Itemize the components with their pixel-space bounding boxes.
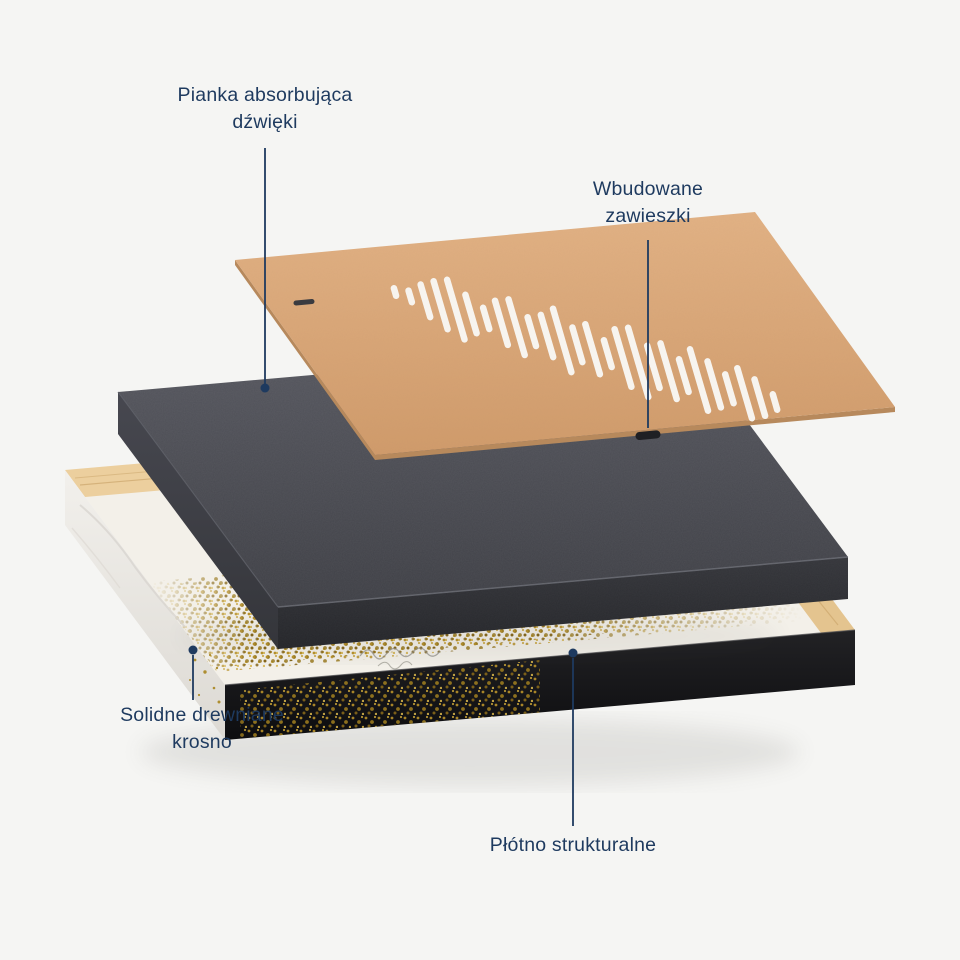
canvas-shadow (140, 718, 800, 786)
soundwave-slots (390, 276, 781, 422)
pointer-dot-foam (260, 383, 270, 393)
label-frame-line1: Solidne drewniane (120, 704, 284, 726)
label-canvas: Płótno strukturalne (490, 832, 656, 859)
board-front-edge (375, 407, 895, 460)
label-canvas-line1: Płótno strukturalne (489, 834, 657, 856)
foam-edge-highlight (277, 556, 849, 608)
foam-left-face (118, 392, 278, 649)
label-foam: Pianka absorbująca dźwięki (178, 82, 353, 136)
hanger-icon (635, 430, 661, 440)
pointer-dot-frame (188, 645, 198, 655)
foam-left-edge-highlight (117, 391, 279, 608)
label-foam-line1: Pianka absorbująca (177, 84, 353, 106)
leader-lines (192, 148, 649, 826)
pointer-dot-canvas (568, 648, 578, 658)
board-left-edge (235, 260, 375, 460)
label-hangers-line2: zawieszki (605, 205, 691, 227)
label-hangers-line1: Wbudowane (592, 178, 704, 200)
label-frame: Solidne drewniane krosno (120, 702, 284, 756)
label-foam-line2: dźwięki (232, 111, 298, 133)
canvas-left-face (65, 470, 225, 740)
pointer-dots (188, 383, 578, 658)
label-hangers: Wbudowane zawieszki (593, 176, 703, 230)
hanger-slot-icon (293, 299, 315, 306)
foam-front-texture (278, 557, 848, 649)
label-frame-line2: krosno (172, 731, 232, 753)
perforated-board (235, 212, 895, 460)
